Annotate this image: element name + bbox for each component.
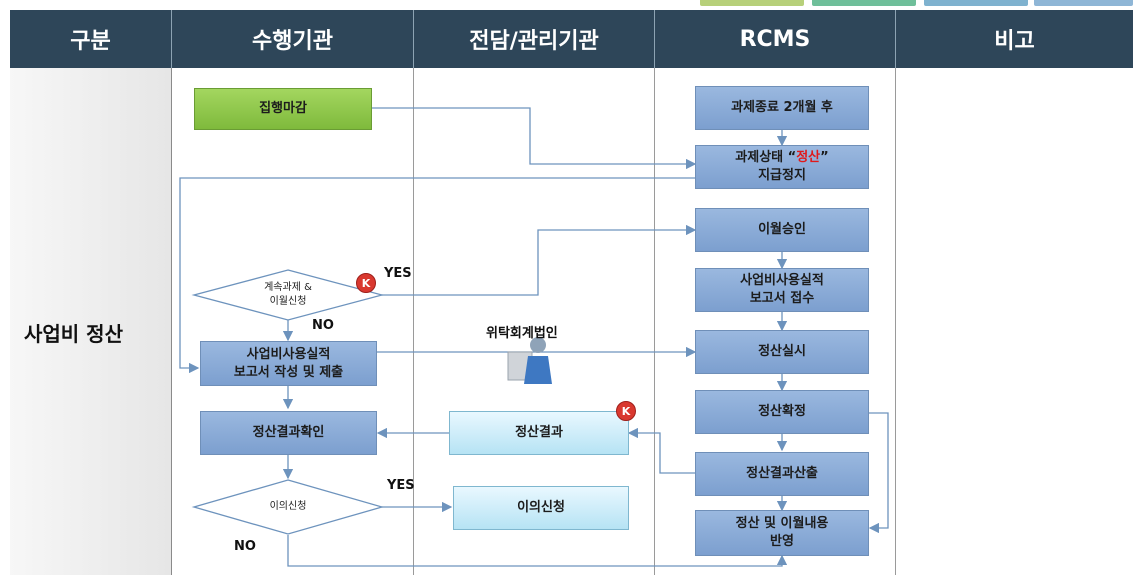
decision-objection-diamond <box>191 479 385 535</box>
status-line2: 지급정지 <box>758 168 806 183</box>
header-rcms: RCMS <box>655 10 896 68</box>
decision-continue-diamond <box>191 269 385 321</box>
rcms-step-calc: 정산결과산출 <box>695 452 869 496</box>
yes-label-1: YES <box>384 266 412 281</box>
settlement-result-box: 정산결과 <box>449 411 629 455</box>
arrow-yes-to-carryover <box>382 224 697 296</box>
arrow-status-to-report <box>179 177 695 374</box>
top-strip <box>0 0 1133 8</box>
rcms-step-carryover: 이월승인 <box>695 208 869 252</box>
arrow-close-to-status <box>372 107 697 170</box>
category-label: 사업비 정산 <box>24 322 123 346</box>
remarks-column <box>896 68 1133 575</box>
continue-decision-label: 계속과제 & 이월신청 <box>264 282 312 307</box>
category-column <box>10 68 172 575</box>
top-tab <box>1034 0 1133 6</box>
trust-accountant-label: 위탁회계법인 <box>486 326 558 341</box>
report-submit-box: 사업비사용실적 보고서 작성 및 제출 <box>200 341 377 386</box>
objection-box: 이의신청 <box>453 486 629 530</box>
confirm-result-box: 정산결과확인 <box>200 411 377 455</box>
rcms-step-confirm: 정산확정 <box>695 390 869 434</box>
top-tab <box>812 0 916 6</box>
rcms-step-end: 과제종료 2개월 후 <box>695 86 869 130</box>
no-label-1: NO <box>312 318 334 333</box>
k-mark-icon: K <box>616 401 636 421</box>
header-remarks: 비고 <box>896 10 1133 68</box>
no-label-2: NO <box>234 539 256 554</box>
header-category: 구분 <box>10 10 172 68</box>
status-line1: 과제상태 “정산” <box>735 150 829 165</box>
person-icon <box>507 337 552 384</box>
rcms-step-status: 과제상태 “정산” 지급정지 <box>695 145 869 189</box>
k-mark-icon: K <box>356 273 376 293</box>
top-tab <box>700 0 804 6</box>
rcms-step-receive-report: 사업비사용실적 보고서 접수 <box>695 268 869 312</box>
rcms-step-execute: 정산실시 <box>695 330 869 374</box>
header-performer: 수행기관 <box>172 10 414 68</box>
arrow-calc-to-result <box>627 427 695 474</box>
arrow-confirm-to-reflect <box>868 412 889 534</box>
close-exec-box: 집행마감 <box>194 88 372 130</box>
yes-label-2: YES <box>387 478 415 493</box>
top-tab <box>924 0 1028 6</box>
objection-decision-label: 이의신청 <box>269 501 307 512</box>
rcms-step-reflect: 정산 및 이월내용 반영 <box>695 510 869 556</box>
header-agency: 전담/관리기관 <box>414 10 655 68</box>
arrow-no-to-reflect <box>287 535 788 567</box>
